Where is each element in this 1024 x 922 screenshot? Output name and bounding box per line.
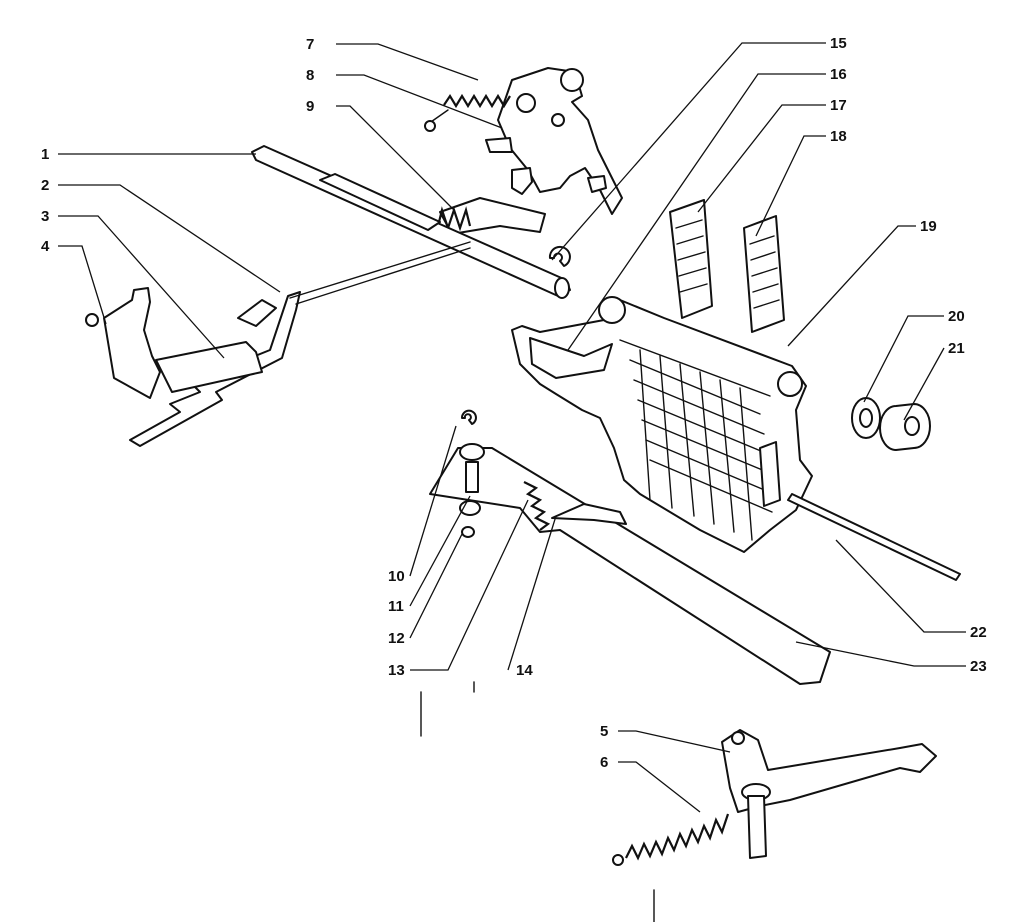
spring-plate (436, 197, 546, 235)
label-10: 10 (388, 568, 405, 585)
label-15: 15 (830, 35, 847, 52)
label-11: 11 (388, 598, 404, 615)
label-1: 1 (41, 146, 49, 163)
label-17: 17 (830, 97, 847, 114)
thin-rod (787, 493, 961, 581)
comb-plates (669, 199, 785, 333)
main-frame-block (511, 296, 813, 553)
label-9: 9 (306, 98, 314, 115)
label-5: 5 (600, 723, 608, 740)
side-bracket (85, 287, 161, 399)
bottom-lever-assembly (612, 729, 937, 866)
label-3: 3 (41, 208, 49, 225)
label-8: 8 (306, 67, 314, 84)
label-14: 14 (516, 662, 533, 679)
label-2: 2 (41, 177, 49, 194)
leader-lines (58, 42, 966, 813)
label-4: 4 (41, 238, 50, 255)
label-23: 23 (970, 658, 987, 675)
label-16: 16 (830, 66, 847, 83)
retaining-clip (548, 245, 571, 267)
upper-bracket-assembly (424, 67, 623, 215)
label-12: 12 (388, 630, 405, 647)
label-21: 21 (948, 340, 965, 357)
label-20: 20 (948, 308, 965, 325)
label-7: 7 (306, 36, 314, 53)
label-18: 18 (830, 128, 847, 145)
label-19: 19 (920, 218, 937, 235)
washers (851, 397, 931, 451)
label-6: 6 (600, 754, 608, 771)
shaft-rod (251, 145, 571, 299)
label-13: 13 (388, 662, 405, 679)
lower-lever-plate (429, 409, 831, 685)
part-labels: 1 2 3 4 5 6 7 8 9 10 11 12 13 14 15 16 1… (41, 35, 987, 771)
label-22: 22 (970, 624, 987, 641)
lever-assembly (129, 241, 471, 447)
